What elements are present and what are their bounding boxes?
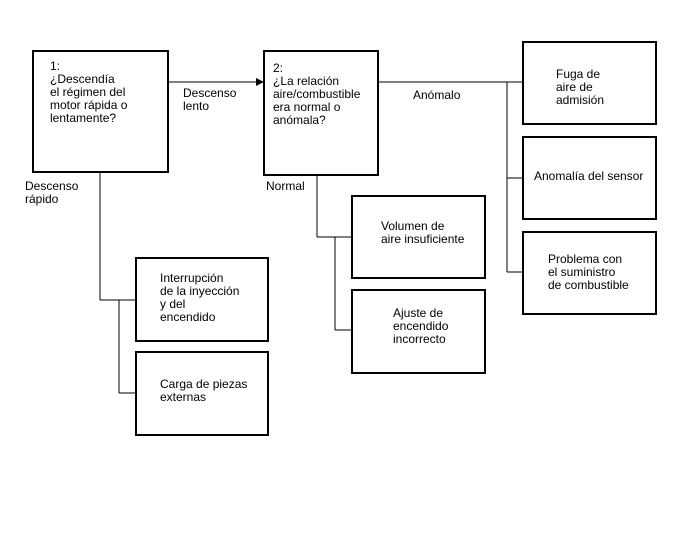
- node-ajuste: Ajuste de encendido incorrecto: [351, 289, 486, 374]
- node-interrupcion-text: Interrupción de la inyección y del encen…: [160, 271, 240, 324]
- edge-rapido-lines: [99, 172, 135, 394]
- edge-anomalo-lines: [378, 81, 522, 273]
- node-q1-text: 1: ¿Descendía el régimen del motor rápid…: [50, 59, 128, 125]
- node-q2: 2: ¿La relación aire/combustible era nor…: [263, 50, 379, 176]
- node-ajuste-text: Ajuste de encendido incorrecto: [393, 306, 449, 346]
- node-volumen: Volumen de aire insuficiente: [351, 195, 486, 279]
- node-interrupcion: Interrupción de la inyección y del encen…: [135, 257, 269, 342]
- node-suministro-text: Problema con el suministro de combustibl…: [548, 252, 629, 292]
- edge-rapido-label: Descenso rápido: [25, 179, 79, 206]
- node-carga: Carga de piezas externas: [135, 351, 269, 436]
- edge-normal-lines: [316, 175, 351, 331]
- edge-anomalo-label: Anómalo: [413, 88, 461, 102]
- node-sensor-text: Anomalía del sensor: [534, 169, 644, 183]
- node-q1: 1: ¿Descendía el régimen del motor rápid…: [32, 50, 169, 173]
- edge-lento-label: Descenso lento: [183, 86, 237, 113]
- node-carga-text: Carga de piezas externas: [160, 377, 248, 404]
- node-fuga-text: Fuga de aire de admisión: [556, 67, 605, 107]
- edge-normal-label: Normal: [266, 179, 305, 193]
- node-suministro: Problema con el suministro de combustibl…: [522, 231, 657, 315]
- node-fuga: Fuga de aire de admisión: [522, 41, 657, 125]
- node-q2-text: 2: ¿La relación aire/combustible era nor…: [273, 61, 361, 127]
- node-volumen-text: Volumen de aire insuficiente: [381, 219, 465, 246]
- node-sensor: Anomalía del sensor: [522, 136, 657, 220]
